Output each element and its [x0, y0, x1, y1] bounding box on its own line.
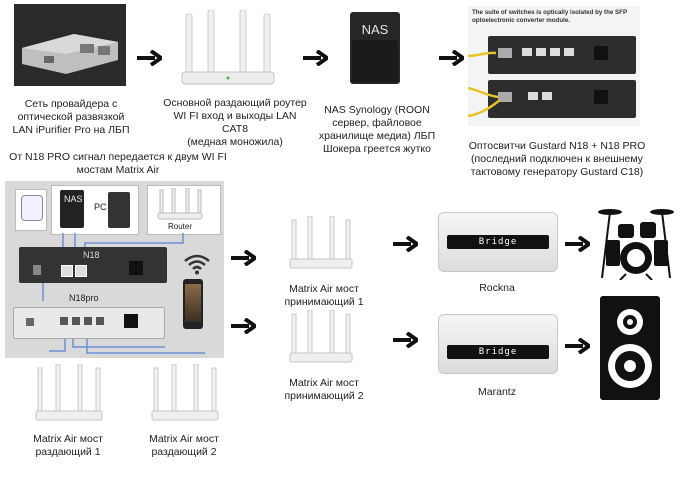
router-card: Router	[147, 185, 221, 235]
switches-caption: Оптосвитчи Gustard N18 + N18 PRO (послед…	[468, 140, 646, 178]
nas-caption: NAS Synology (ROON сервер, файловое хран…	[318, 104, 436, 155]
rockna-caption: Rockna	[479, 282, 515, 294]
main-router-caption: Основной раздающий роутер WI FI вход и в…	[163, 97, 307, 148]
arrow-icon	[564, 235, 593, 253]
arrow-icon	[564, 337, 593, 355]
panel-router-label: Router	[168, 222, 193, 231]
distributing-bridge-1-router	[34, 363, 104, 424]
switches-photo: The suite of switches is optically isola…	[468, 6, 640, 126]
arrow-icon	[230, 249, 259, 267]
dist2-caption: Matrix Air мост раздающий 2	[149, 433, 219, 458]
provider-device-photo	[14, 4, 126, 86]
switch-photo-note: The suite of switches is optically isola…	[472, 9, 628, 24]
bridge1-caption: Matrix Air мост принимающий 1	[284, 283, 364, 308]
app-icon-card	[15, 189, 47, 231]
main-router-photo	[178, 9, 278, 90]
n18-signal-caption: От N18 PRO сигнал передается к двум WI F…	[9, 151, 227, 176]
receiving-bridge-1-router	[288, 215, 354, 272]
arrow-icon	[136, 49, 165, 67]
arrow-icon	[392, 331, 421, 349]
network-panel: NAS PC Router N18	[5, 181, 224, 358]
nas-photo: NAS	[348, 10, 402, 86]
panel-pc-label: PC	[94, 202, 107, 212]
marantz-bridge-box: Bridge	[438, 314, 558, 374]
arrow-icon	[392, 235, 421, 253]
speaker-icon	[600, 296, 660, 400]
n18pro-switch	[13, 307, 165, 339]
receiving-bridge-2-router	[288, 309, 354, 366]
drums-icon	[596, 206, 676, 281]
dist1-caption: Matrix Air мост раздающий 1	[33, 433, 103, 458]
arrow-icon	[438, 49, 467, 67]
wifi-icon	[183, 253, 211, 275]
bridge2-caption: Matrix Air мост принимающий 2	[284, 377, 364, 402]
rockna-bridge-label: Bridge	[447, 235, 549, 249]
nas-pc-card: NAS PC	[51, 185, 139, 235]
nas-device-label: NAS	[362, 22, 389, 37]
n18-label: N18	[83, 250, 100, 260]
provider-caption: Сеть провайдера с оптической развязкой L…	[12, 98, 130, 136]
rockna-bridge-box: Bridge	[438, 212, 558, 272]
arrow-icon	[230, 317, 259, 335]
phone-image	[183, 279, 203, 329]
arrow-icon	[302, 49, 331, 67]
marantz-caption: Marantz	[478, 386, 516, 398]
distributing-bridge-2-router	[150, 363, 220, 424]
n18-switch: N18	[19, 247, 167, 283]
n18pro-label: N18pro	[69, 293, 99, 303]
panel-nas-label: NAS	[64, 194, 83, 204]
marantz-bridge-label: Bridge	[447, 345, 549, 359]
